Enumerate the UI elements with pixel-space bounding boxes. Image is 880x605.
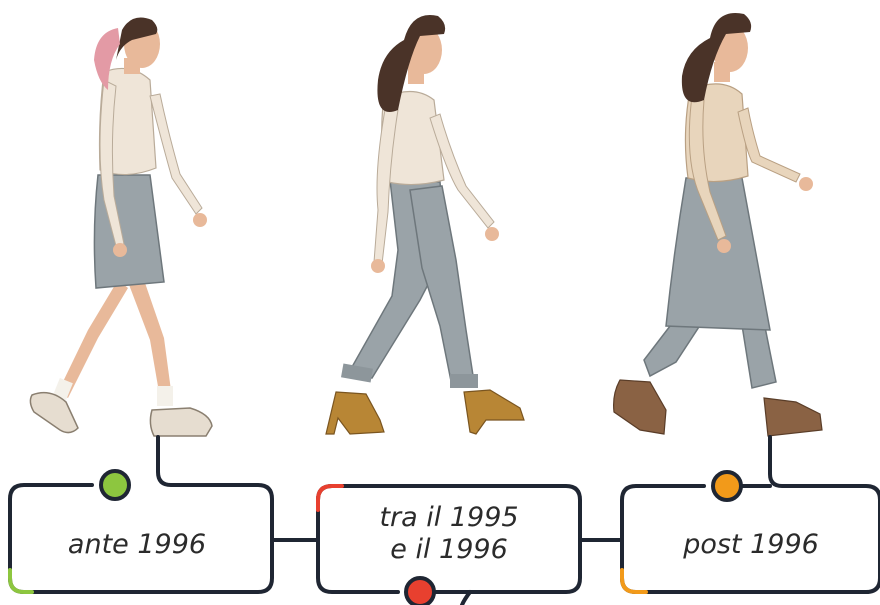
figure-post-1996 xyxy=(613,13,823,437)
figure-ante-1996 xyxy=(29,17,213,437)
figure-tra-1995-1996 xyxy=(325,15,525,435)
left-box-accent xyxy=(8,568,34,594)
timeline-dot-orange xyxy=(711,470,743,502)
label-e-il-1996: e il 1996 xyxy=(390,534,508,565)
label-ante-1996: ante 1996 xyxy=(68,529,206,560)
timeline-frame xyxy=(8,435,880,605)
right-box-accent xyxy=(620,568,648,594)
timeline-dot-red xyxy=(404,576,436,605)
label-post-1996: post 1996 xyxy=(682,529,819,560)
middle-box-accent xyxy=(316,484,344,512)
timeline-dot-green xyxy=(99,469,131,501)
label-tra-il-1995: tra il 1995 xyxy=(379,502,518,533)
